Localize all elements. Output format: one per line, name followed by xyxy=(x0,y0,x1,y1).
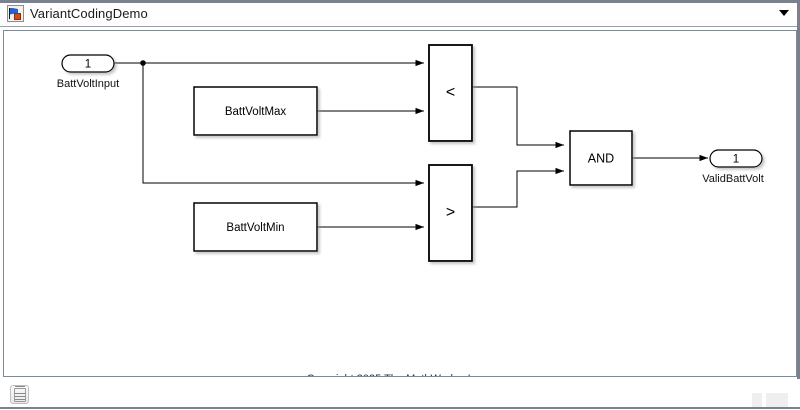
line-branch-to-greater-in1 xyxy=(142,63,424,187)
model-canvas[interactable]: 1 BattVoltInput BattVoltMax BattVoltMin … xyxy=(3,30,797,377)
relational-greater-body xyxy=(428,164,473,262)
logical-and-label: AND xyxy=(588,152,614,166)
battvoltmax-label: BattVoltMax xyxy=(225,106,287,118)
block-logical-and[interactable]: AND xyxy=(569,130,633,186)
titlebar-dropdown-button[interactable] xyxy=(776,5,792,21)
status-bottom-rule xyxy=(0,407,800,409)
battvoltmin-body xyxy=(193,202,318,252)
signal-branch-point xyxy=(140,60,146,66)
outport-label: ValidBattVolt xyxy=(702,173,764,185)
block-relational-less[interactable]: < xyxy=(428,44,473,142)
model-browser-icon-line xyxy=(15,393,25,394)
model-browser-icon[interactable] xyxy=(10,385,29,404)
titlebar-accent-rule xyxy=(0,0,800,3)
outport-port-number: 1 xyxy=(733,154,739,166)
relational-greater-label: > xyxy=(446,204,455,221)
window-right-edge xyxy=(797,27,800,379)
status-bar xyxy=(0,379,800,410)
simulink-model-icon xyxy=(7,4,24,22)
logical-and-body xyxy=(569,130,633,186)
inport-port-number: 1 xyxy=(85,59,91,71)
outport-shape xyxy=(709,149,763,168)
icon-block-shape xyxy=(14,12,21,20)
signal-lines xyxy=(82,59,708,231)
copyright-annotation: Copyright 2025 The MathWorks, Inc. xyxy=(307,373,486,376)
window-left-edge xyxy=(0,27,3,379)
relational-less-body xyxy=(428,44,473,142)
status-segment-1 xyxy=(752,393,762,407)
model-browser-icon-line xyxy=(15,396,25,397)
outport-block-validbattvolt[interactable]: 1 ValidBattVolt xyxy=(702,149,764,185)
model-diagram: 1 BattVoltInput BattVoltMax BattVoltMin … xyxy=(57,44,764,376)
model-browser-icon-line xyxy=(15,399,25,400)
status-segment-2 xyxy=(766,393,788,407)
model-browser-icon-line xyxy=(15,386,25,387)
relational-less-label: < xyxy=(446,84,455,101)
inport-block-battvoltinput[interactable]: 1 BattVoltInput xyxy=(57,54,119,90)
icon-flag-pole xyxy=(9,7,10,19)
status-right-edge xyxy=(797,0,800,29)
line-greater-to-and-in2 xyxy=(472,167,564,208)
model-browser-icon-frame xyxy=(14,388,26,402)
inport-shape xyxy=(61,54,115,73)
block-relational-greater[interactable]: > xyxy=(428,164,473,262)
inport-label: BattVoltInput xyxy=(57,78,119,90)
window-titlebar: VariantCodingDemo xyxy=(0,0,800,27)
window-title: VariantCodingDemo xyxy=(30,5,148,21)
chevron-down-icon xyxy=(779,10,789,16)
block-battvoltmin[interactable]: BattVoltMin xyxy=(193,202,318,252)
icon-flag-shape xyxy=(10,7,18,15)
battvoltmin-label: BattVoltMin xyxy=(226,222,284,234)
line-less-to-and-in1 xyxy=(472,86,564,149)
block-battvoltmax[interactable]: BattVoltMax xyxy=(193,86,318,136)
battvoltmax-body xyxy=(193,86,318,136)
